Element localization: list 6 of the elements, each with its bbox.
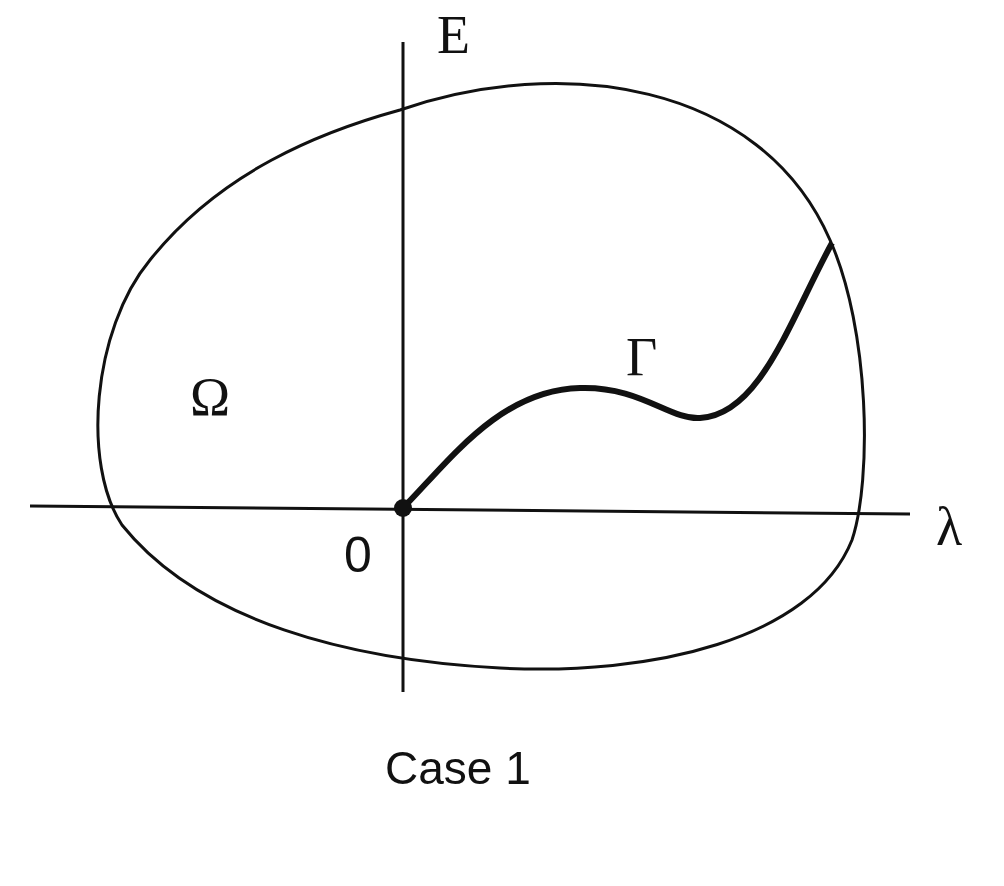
region-label: Ω — [190, 370, 231, 424]
curve-label: Γ — [626, 330, 658, 384]
axis-label: λ — [936, 500, 963, 554]
origin-label: 0 — [344, 530, 372, 580]
caption: Case 1 — [385, 745, 531, 791]
axis-label: E — [437, 8, 470, 62]
